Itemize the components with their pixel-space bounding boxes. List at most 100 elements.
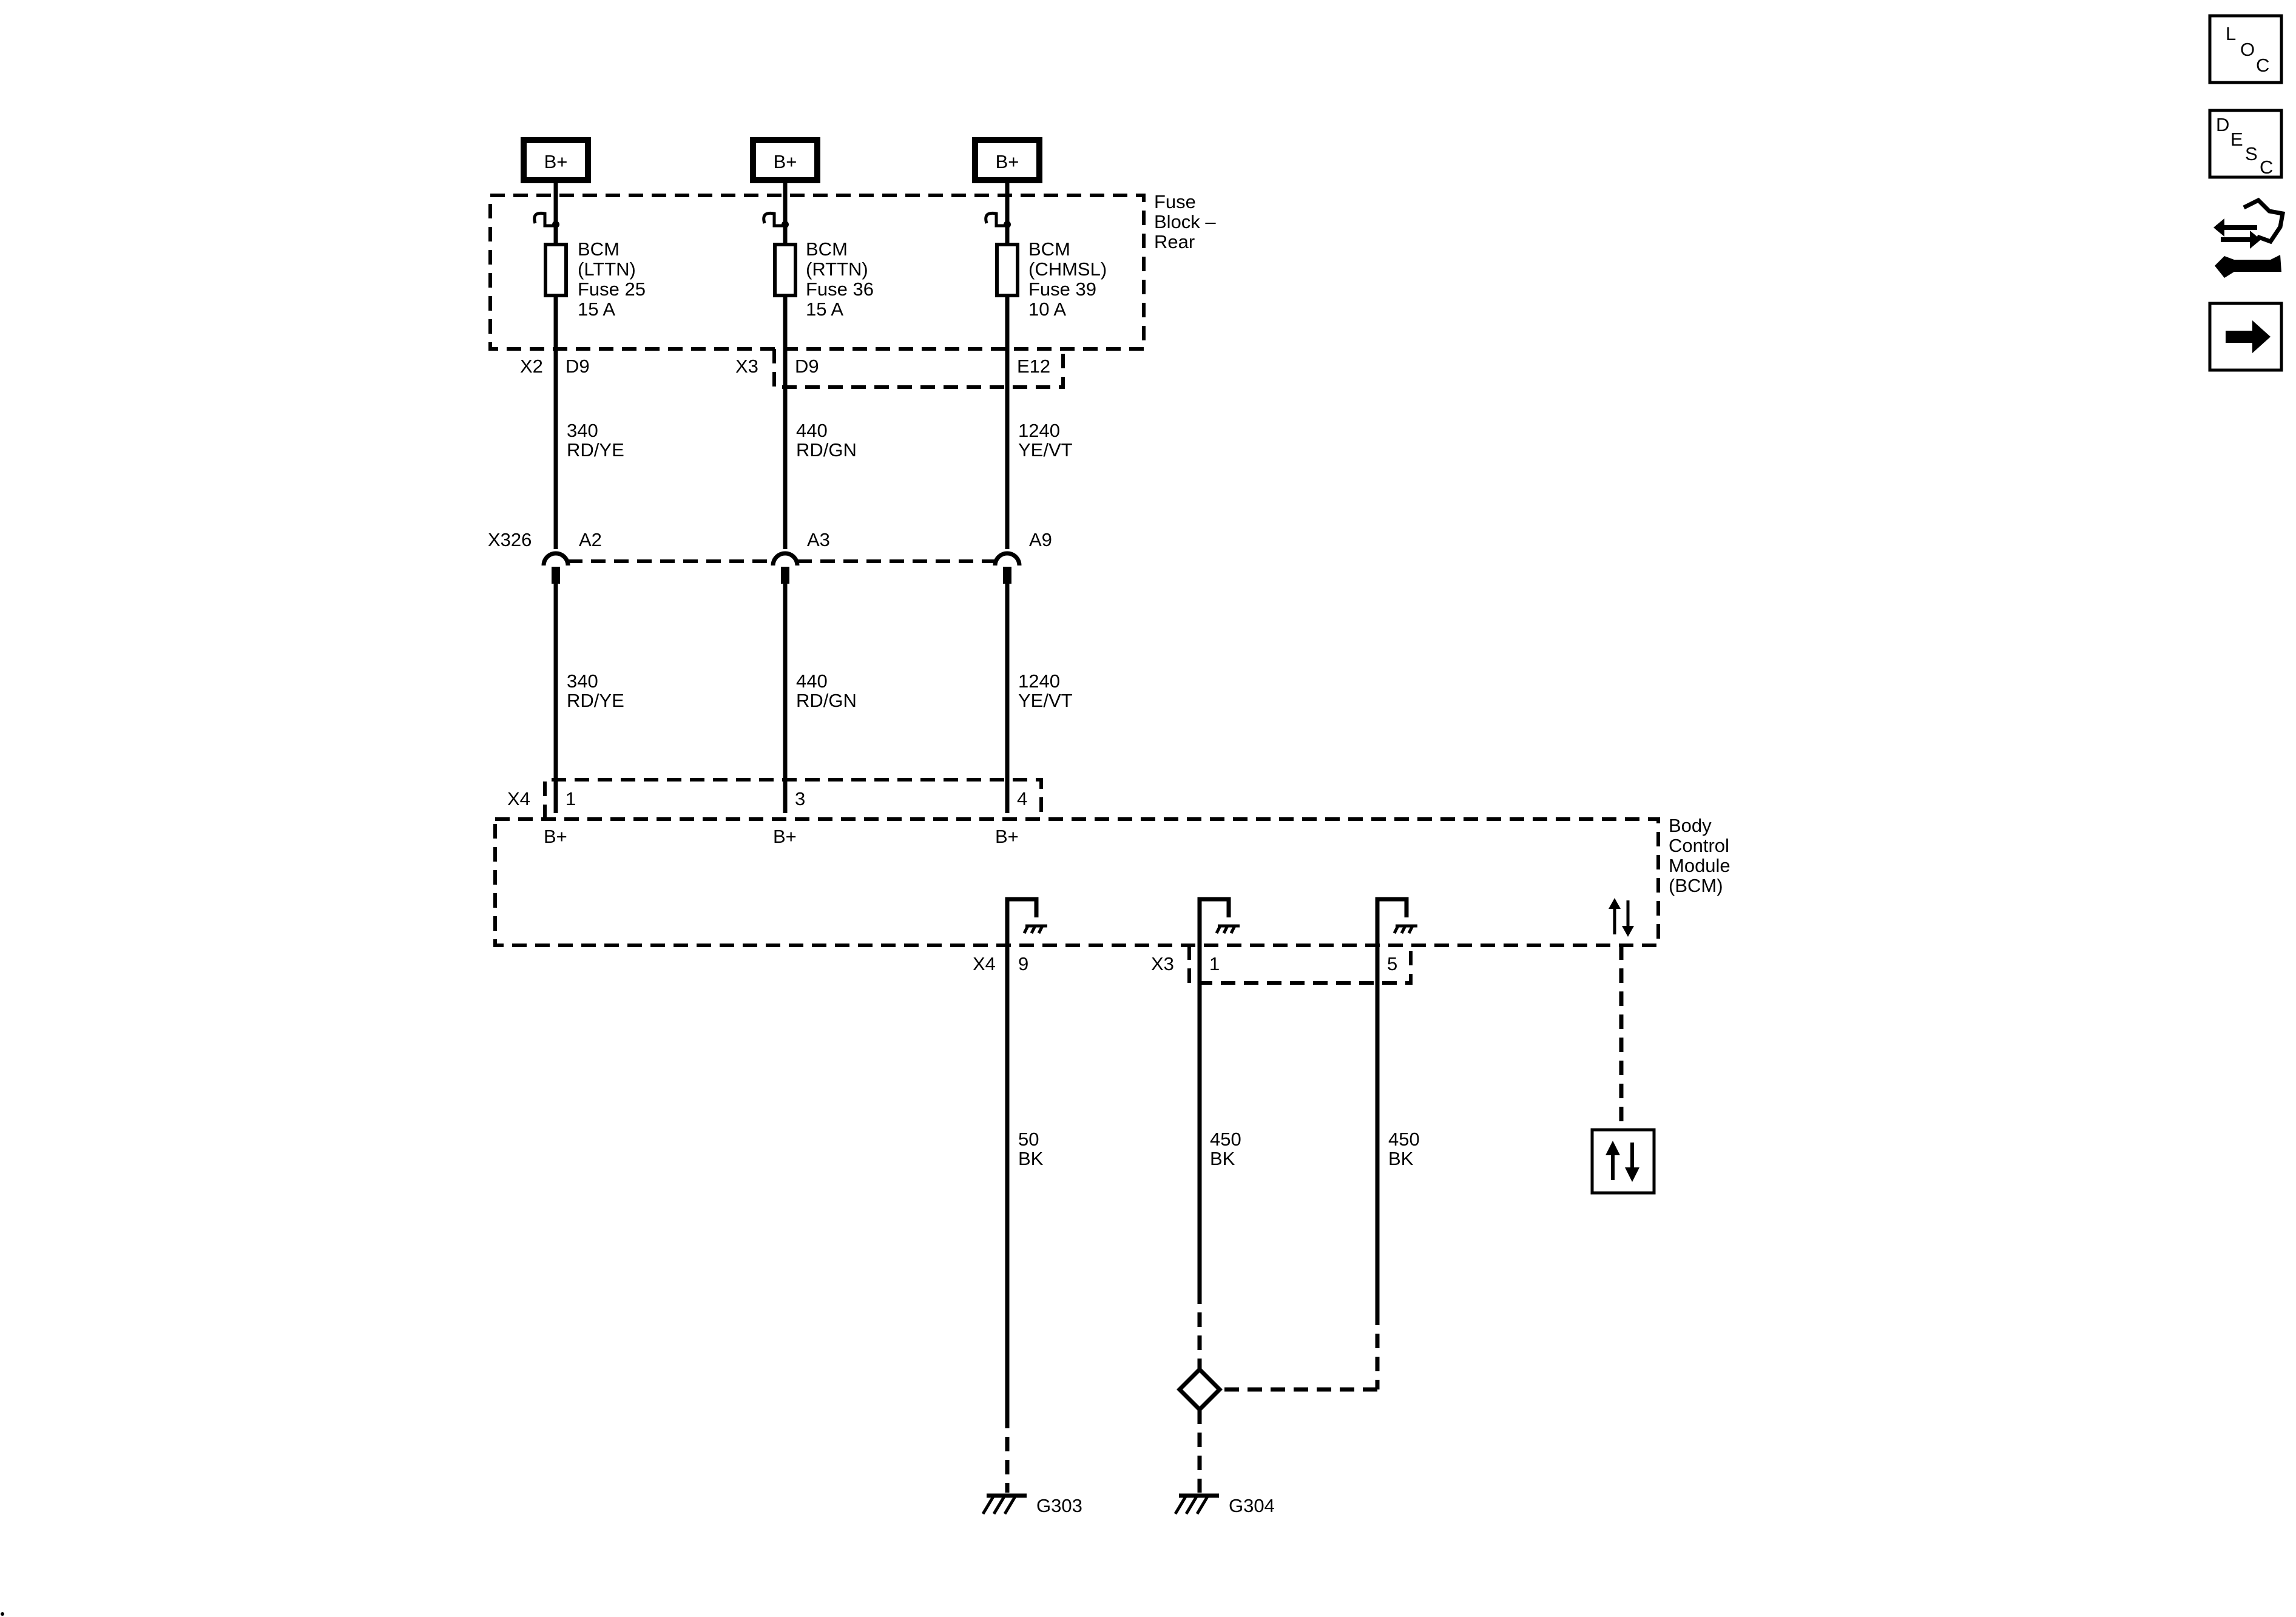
description-button[interactable]: D E S C bbox=[2208, 109, 2283, 179]
bcm-internal-grounds bbox=[1005, 897, 1417, 977]
pin-label: A3 bbox=[807, 529, 830, 550]
x4-input-connector-outline bbox=[543, 778, 1043, 819]
fuse-block-title-line-1: Fuse bbox=[1154, 191, 1196, 212]
connector-repair-button[interactable] bbox=[2213, 197, 2286, 278]
description-letter: E bbox=[2230, 129, 2243, 150]
svg-text:1240: 1240 bbox=[1018, 670, 1060, 692]
pin-label: A9 bbox=[1029, 529, 1052, 550]
power-source-label: B+ bbox=[774, 151, 797, 172]
lower-wire-2-label: 440 RD/GN bbox=[796, 670, 857, 711]
svg-text:BK: BK bbox=[1388, 1148, 1414, 1169]
bcm-title-line-4: (BCM) bbox=[1669, 875, 1723, 896]
connector-x326-label: X326 bbox=[488, 529, 532, 550]
svg-text:340: 340 bbox=[567, 420, 598, 441]
svg-text:RD/YE: RD/YE bbox=[567, 690, 624, 711]
svg-text:BK: BK bbox=[1018, 1148, 1044, 1169]
connector-x2-label: X2 bbox=[520, 356, 543, 377]
svg-text:RD/GN: RD/GN bbox=[796, 690, 857, 711]
svg-text:450: 450 bbox=[1210, 1129, 1241, 1150]
svg-text:(CHMSL): (CHMSL) bbox=[1028, 258, 1107, 280]
x3-ground-connector-outline bbox=[1187, 945, 1413, 985]
fuse-block-title-line-3: Rear bbox=[1154, 231, 1195, 252]
ground-wire-3-label: 450 BK bbox=[1388, 1129, 1420, 1169]
fuse-2-label: BCM (RTTN) Fuse 36 15 A bbox=[806, 238, 874, 320]
pin-label: 1 bbox=[1209, 953, 1220, 974]
ground-wire-1-label: 50 BK bbox=[1018, 1129, 1044, 1169]
svg-text:340: 340 bbox=[567, 670, 598, 692]
connector-x4-ground-label: X4 bbox=[973, 953, 996, 974]
fuse-1-label: BCM (LTTN) Fuse 25 15 A bbox=[578, 238, 646, 320]
svg-text:(LTTN): (LTTN) bbox=[578, 258, 636, 280]
svg-text:RD/GN: RD/GN bbox=[796, 439, 857, 461]
pin-label: D9 bbox=[566, 356, 590, 377]
bcm-title-line-2: Control bbox=[1669, 835, 1729, 856]
location-letter: O bbox=[2240, 39, 2255, 60]
svg-text:15 A: 15 A bbox=[806, 299, 843, 320]
bcm-title-line-1: Body bbox=[1669, 815, 1712, 836]
svg-text:1240: 1240 bbox=[1018, 420, 1060, 441]
svg-text:BCM: BCM bbox=[578, 238, 620, 260]
svg-text:15 A: 15 A bbox=[578, 299, 615, 320]
page-mark bbox=[1, 1612, 4, 1616]
ground-g303-icon bbox=[981, 1493, 1027, 1515]
description-letter: D bbox=[2216, 114, 2229, 135]
description-letter: S bbox=[2245, 143, 2258, 164]
pin-label: 3 bbox=[795, 788, 805, 809]
upper-wires bbox=[553, 180, 1010, 549]
pin-label: 9 bbox=[1018, 953, 1028, 974]
splice-icon bbox=[1177, 1366, 1223, 1413]
svg-text:Fuse 39: Fuse 39 bbox=[1028, 279, 1096, 300]
upper-wire-1-label: 340 RD/YE bbox=[567, 420, 624, 461]
location-button[interactable]: L O C bbox=[2208, 14, 2283, 84]
lower-wires bbox=[553, 584, 1010, 813]
fuse-3-label: BCM (CHMSL) Fuse 39 10 A bbox=[1028, 238, 1107, 320]
svg-text:10 A: 10 A bbox=[1028, 299, 1066, 320]
connector-x4-label: X4 bbox=[507, 788, 530, 809]
svg-text:Fuse 36: Fuse 36 bbox=[806, 279, 874, 300]
ground-g303-label: G303 bbox=[1036, 1495, 1082, 1516]
upper-wire-3-label: 1240 YE/VT bbox=[1018, 420, 1073, 461]
upper-wire-2-label: 440 RD/GN bbox=[796, 420, 857, 461]
svg-text:BCM: BCM bbox=[1028, 238, 1070, 260]
pin-label: A2 bbox=[579, 529, 602, 550]
pin-label: 1 bbox=[566, 788, 576, 809]
svg-text:440: 440 bbox=[796, 420, 828, 441]
svg-text:RD/YE: RD/YE bbox=[567, 439, 624, 461]
lower-wire-3-label: 1240 YE/VT bbox=[1018, 670, 1073, 711]
lower-wire-1-label: 340 RD/YE bbox=[567, 670, 624, 711]
ground-wire-2-label: 450 BK bbox=[1210, 1129, 1241, 1169]
fuse-block-outline bbox=[488, 194, 1146, 351]
bcm-input-label: B+ bbox=[773, 826, 797, 847]
power-source-label: B+ bbox=[544, 151, 568, 172]
next-button[interactable] bbox=[2208, 302, 2283, 372]
pin-label: E12 bbox=[1017, 356, 1050, 377]
bcm-outline bbox=[493, 817, 1660, 947]
arrow-right-icon bbox=[2226, 320, 2271, 353]
ground-g304-icon bbox=[1173, 1493, 1219, 1515]
connector-x3-label: X3 bbox=[735, 356, 758, 377]
power-source-label: B+ bbox=[996, 151, 1019, 172]
svg-text:BCM: BCM bbox=[806, 238, 848, 260]
svg-text:440: 440 bbox=[796, 670, 828, 692]
ground-g304-label: G304 bbox=[1229, 1495, 1275, 1516]
data-communication-icon[interactable] bbox=[1590, 1128, 1656, 1195]
svg-text:50: 50 bbox=[1018, 1129, 1039, 1150]
bcm-input-label: B+ bbox=[544, 826, 567, 847]
fuse-clips bbox=[533, 211, 1011, 228]
svg-text:Fuse 25: Fuse 25 bbox=[578, 279, 646, 300]
pin-label: 4 bbox=[1017, 788, 1027, 809]
x3-connector-outline bbox=[772, 349, 1065, 389]
location-letter: L bbox=[2226, 23, 2236, 44]
power-source-2: B+ bbox=[750, 137, 820, 183]
fuse-symbols bbox=[544, 243, 1019, 297]
svg-text:YE/VT: YE/VT bbox=[1018, 439, 1073, 461]
svg-text:(RTTN): (RTTN) bbox=[806, 258, 868, 280]
description-letter: C bbox=[2260, 157, 2273, 178]
power-source-1: B+ bbox=[521, 137, 591, 183]
bcm-input-label: B+ bbox=[995, 826, 1019, 847]
svg-text:450: 450 bbox=[1388, 1129, 1420, 1150]
inline-connector-x326 bbox=[541, 551, 1022, 584]
bcm-title-line-3: Module bbox=[1669, 855, 1730, 876]
location-letter: C bbox=[2256, 55, 2269, 76]
